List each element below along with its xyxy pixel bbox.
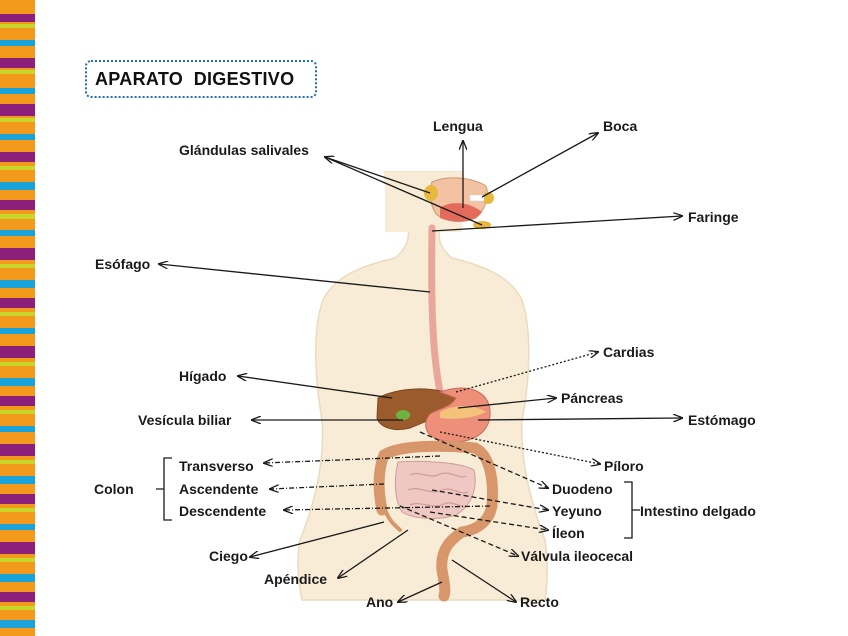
teeth <box>469 194 485 202</box>
label-pancreas: Páncreas <box>561 390 624 406</box>
label-ano: Ano <box>366 594 394 610</box>
arrow-duodeno <box>419 431 548 488</box>
arrow-ano <box>398 581 443 602</box>
arrow-glandulas-2 <box>324 156 483 226</box>
colon <box>373 440 498 602</box>
label-piloro: Píloro <box>604 458 644 474</box>
arrow-boca <box>481 133 598 198</box>
arrow-glandulas <box>325 157 431 194</box>
label-ileon: Íleon <box>552 525 585 541</box>
arrow-apendice <box>338 529 409 578</box>
gallbladder <box>396 410 410 420</box>
title-box: APARATO DIGESTIVO <box>85 60 317 98</box>
arrow-yeyuno <box>431 489 548 510</box>
tongue <box>440 203 482 222</box>
label-valvula-ileocecal: Válvula ileocecal <box>521 548 634 564</box>
label-boca: Boca <box>603 118 638 134</box>
arrow-higado <box>238 376 393 399</box>
esophagus <box>428 224 444 396</box>
arrow-estomago <box>477 418 682 420</box>
pancreas <box>440 406 486 419</box>
leader-lines <box>156 133 682 602</box>
arrow-valvula <box>399 505 518 556</box>
label-faringe: Faringe <box>688 209 739 225</box>
label-yeyuno: Yeyuno <box>552 503 602 519</box>
body-silhouette <box>297 171 548 601</box>
label-cardias: Cardias <box>603 344 655 360</box>
label-colon: Colon <box>94 481 134 497</box>
arrow-cardias <box>455 352 598 393</box>
label-ascendente: Ascendente <box>179 481 259 497</box>
label-recto: Recto <box>520 594 559 610</box>
arrow-ascendente <box>270 483 385 489</box>
label-duodeno: Duodeno <box>552 481 613 497</box>
label-vesicula-biliar: Vesícula biliar <box>138 412 232 428</box>
label-ciego: Ciego <box>209 548 248 564</box>
arrow-ileon <box>429 511 548 530</box>
label-lengua: Lengua <box>433 118 483 134</box>
arrow-ciego <box>250 521 385 557</box>
label-transverso: Transverso <box>179 458 254 474</box>
arrow-piloro <box>439 431 600 464</box>
label-esofago: Esófago <box>95 256 151 272</box>
colon-bracket <box>156 457 172 521</box>
decorative-stripe-border <box>0 0 35 636</box>
small-intestine-folds <box>407 472 469 507</box>
small-intestine <box>394 460 476 519</box>
arrow-descendente <box>284 505 491 510</box>
arrow-pancreas <box>457 398 556 409</box>
arrow-faringe <box>431 216 682 232</box>
label-descendente: Descendente <box>179 503 267 519</box>
intestino-bracket <box>624 481 640 539</box>
label-glandulas-salivales: Glándulas salivales <box>179 142 309 158</box>
arrow-esofago <box>159 264 431 293</box>
label-estomago: Estómago <box>688 412 756 428</box>
page-title: APARATO DIGESTIVO <box>95 68 295 89</box>
appendix <box>384 510 402 532</box>
label-apendice: Apéndice <box>264 571 328 587</box>
label-intestino-delgado: Intestino delgado <box>640 503 756 519</box>
salivary-gland <box>424 185 438 201</box>
label-higado: Hígado <box>179 368 227 384</box>
arrow-recto <box>451 559 516 602</box>
